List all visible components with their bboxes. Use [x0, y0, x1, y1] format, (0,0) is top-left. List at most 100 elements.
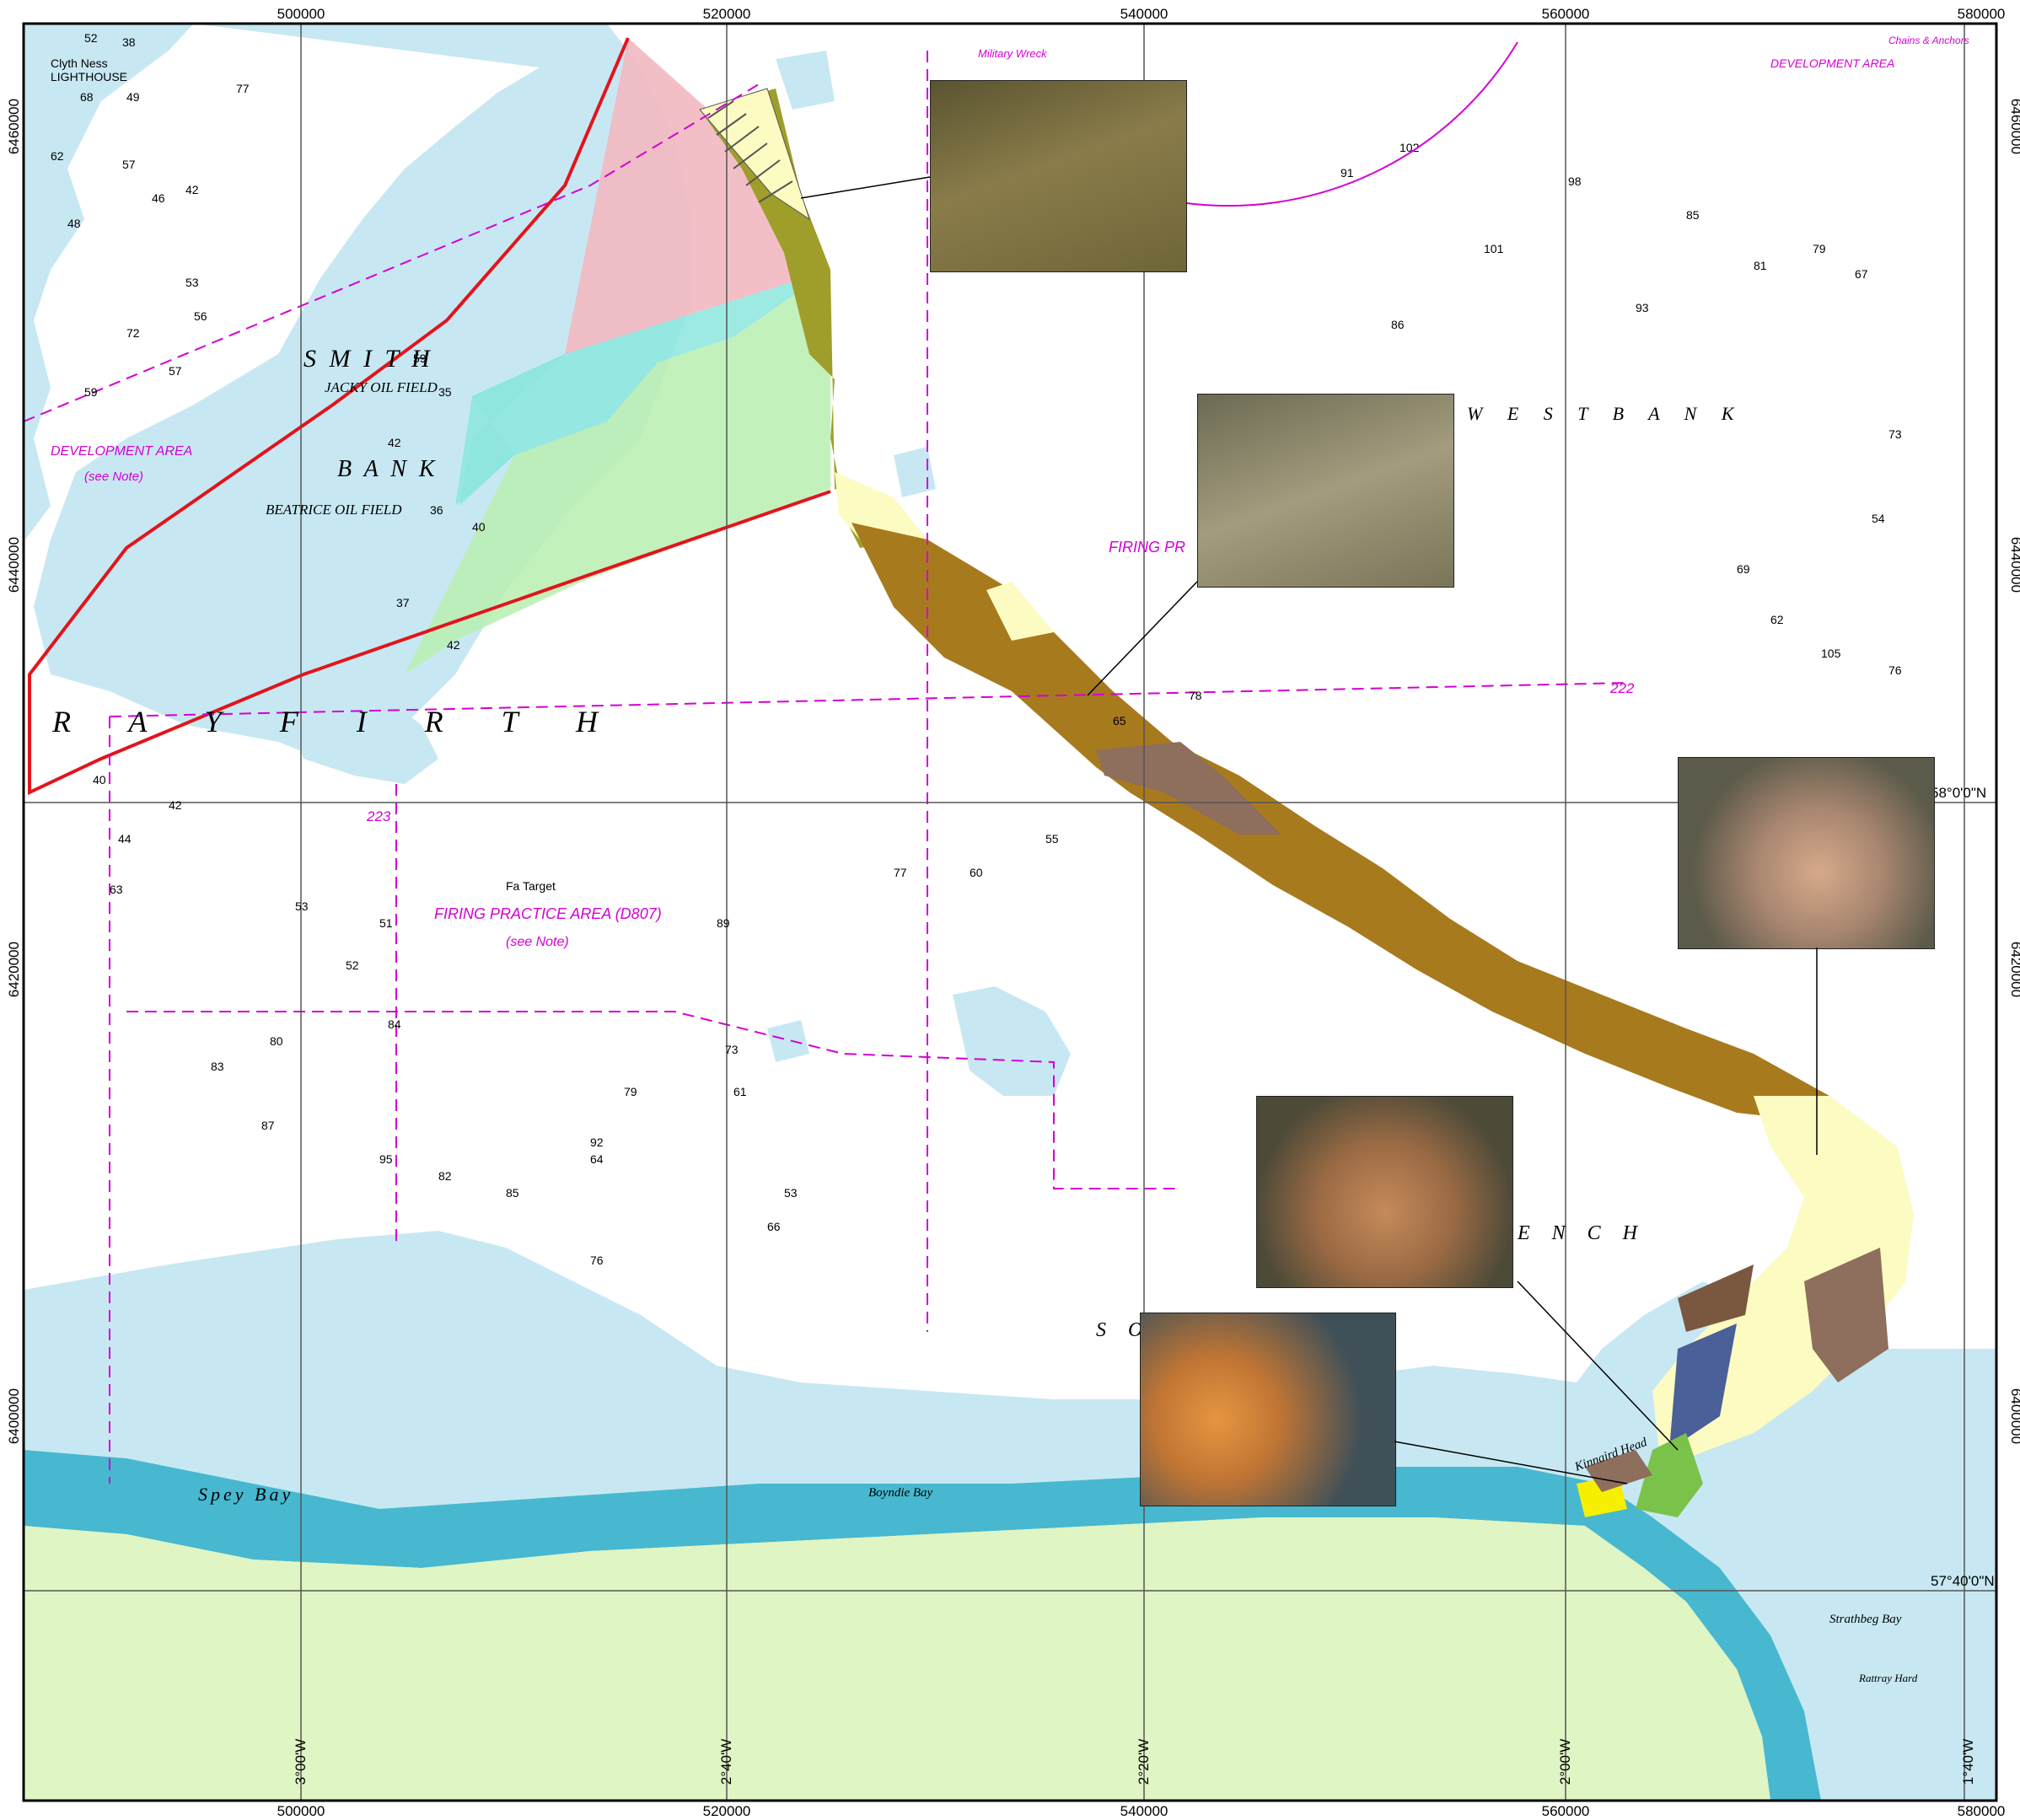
depth-sounding: 62 — [1770, 613, 1784, 626]
depth-sounding: 73 — [725, 1043, 739, 1056]
depth-sounding: 48 — [67, 217, 81, 230]
depth-sounding: 42 — [388, 436, 401, 449]
corridor-olive — [700, 89, 927, 548]
depth-sounding: 38 — [122, 35, 136, 49]
place-boyndie-bay: Boyndie Bay — [868, 1486, 933, 1500]
seabed-photo-4 — [1256, 1096, 1513, 1288]
depth-sounding: 55 — [1045, 832, 1059, 846]
shoal-patch-2 — [767, 1020, 809, 1062]
easting-label: 540000 — [1120, 6, 1168, 22]
depth-sounding: 52 — [84, 31, 98, 45]
depth-sounding: 51 — [379, 916, 393, 930]
depth-sounding: 57 — [169, 364, 182, 378]
annotation-see-note-2: (see Note) — [506, 935, 569, 949]
depth-sounding: 79 — [1813, 242, 1826, 255]
longitude-label: 2°20'W — [1136, 1739, 1152, 1785]
depth-sounding: 69 — [1737, 562, 1750, 576]
magenta-boundaries — [23, 51, 1628, 1484]
corridor-navy — [1669, 1323, 1737, 1450]
depth-sounding: 89 — [717, 916, 730, 930]
shoal-patch-3 — [894, 447, 936, 497]
seabed-photo-1 — [930, 80, 1187, 272]
easting-label: 560000 — [1542, 1803, 1590, 1819]
depth-sounding: 42 — [185, 183, 199, 196]
annotation-firing-practice: FIRING PRACTICE AREA (D807) — [434, 905, 662, 922]
place-jacky: JACKY OIL FIELD — [325, 379, 438, 395]
depth-sounding: 67 — [1855, 267, 1868, 281]
depth-sounding: 76 — [1888, 663, 1902, 677]
depth-sounding: 91 — [1340, 166, 1354, 180]
depth-sounding: 52 — [346, 958, 359, 972]
depth-sounding: 57 — [122, 158, 136, 171]
depth-sounding: 73 — [1888, 427, 1902, 441]
place-lighthouse: LIGHTHOUSE — [51, 70, 127, 83]
seabed-photo-2 — [1197, 394, 1454, 588]
depth-sounding: 72 — [126, 326, 140, 340]
chart-frame — [22, 22, 1998, 1802]
depth-sounding: 80 — [270, 1034, 283, 1048]
depth-sounding: 44 — [118, 832, 132, 846]
shoal-patch — [953, 986, 1071, 1096]
depth-sounding: 66 — [767, 1220, 781, 1233]
easting-label: 520000 — [703, 1803, 751, 1819]
zone-cyan-2 — [459, 354, 565, 506]
annotation-fa-target: Fa Target — [506, 879, 556, 893]
corridor-hatching — [707, 100, 793, 203]
annotation-223: 223 — [366, 808, 391, 824]
shoal-patch-4 — [776, 51, 835, 110]
nearshore-band — [24, 1450, 1821, 1801]
depth-sounding: 59 — [84, 385, 98, 399]
corridor-cream-patch — [986, 582, 1054, 641]
place-moray-firth: R A Y F I R T H — [51, 705, 623, 738]
longitude-label: 1°40'W — [1960, 1739, 1976, 1785]
depth-sounding: 86 — [1391, 318, 1405, 331]
northing-label: 6460000 — [6, 99, 22, 154]
northing-label: 6420000 — [2008, 942, 2020, 997]
northing-label: 6440000 — [6, 537, 22, 593]
coastal-shallow-water — [24, 1231, 1996, 1801]
depth-sounding: 37 — [396, 596, 410, 609]
annotation-development-area: DEVELOPMENT AREA — [51, 444, 192, 459]
depth-sounding: 92 — [590, 1135, 604, 1149]
place-rattray-head: Rattray Hard — [1858, 1672, 1918, 1684]
survey-corridor-main — [852, 523, 1829, 1121]
depth-sounding: 61 — [733, 1085, 747, 1098]
depth-sounding: 85 — [1686, 208, 1700, 222]
depth-sounding: 42 — [447, 638, 460, 652]
place-strathbeg-bay: Strathbeg Bay — [1829, 1613, 1902, 1626]
northing-label: 6420000 — [6, 942, 22, 997]
shallow-water-north — [24, 24, 194, 540]
depth-sounding: 102 — [1399, 141, 1420, 154]
zone-green — [405, 270, 830, 674]
northing-label: 6400000 — [6, 1388, 22, 1444]
easting-label: 540000 — [1120, 1803, 1168, 1819]
depth-sounding: 101 — [1484, 242, 1504, 255]
depth-sounding: 53 — [185, 276, 199, 289]
seabed-photo-3 — [1678, 757, 1935, 949]
depth-sounding: 93 — [1636, 301, 1649, 314]
depth-sounding: 62 — [51, 149, 64, 163]
annotation-see-note: (see Note) — [84, 470, 143, 484]
depth-sounding: 65 — [1113, 714, 1126, 727]
depth-sounding: 81 — [1754, 259, 1767, 272]
depth-sounding: 83 — [211, 1060, 224, 1073]
corridor-brown-patch-south — [1804, 1248, 1888, 1382]
place-clyth-ness: Clyth Ness — [51, 56, 108, 70]
depth-sounding: 59 — [413, 352, 427, 365]
depth-sounding: 42 — [169, 798, 182, 812]
northing-label: 6440000 — [2008, 537, 2020, 593]
easting-label: 580000 — [1958, 1803, 2006, 1819]
easting-label: 520000 — [703, 6, 751, 22]
annotation-development-area-right: DEVELOPMENT AREA — [1770, 56, 1894, 70]
depth-sounding: 53 — [784, 1186, 798, 1200]
depth-sounding: 87 — [261, 1119, 275, 1132]
depth-sounding: 76 — [590, 1254, 604, 1267]
depth-sounding: 79 — [624, 1085, 637, 1098]
land-mainland — [24, 1517, 1770, 1801]
depth-sounding: 36 — [430, 503, 443, 517]
zone-cyan — [455, 270, 830, 506]
easting-label: 500000 — [277, 6, 325, 22]
corridor-cream-bend — [835, 472, 927, 540]
place-beatrice: BEATRICE OIL FIELD — [266, 502, 402, 518]
